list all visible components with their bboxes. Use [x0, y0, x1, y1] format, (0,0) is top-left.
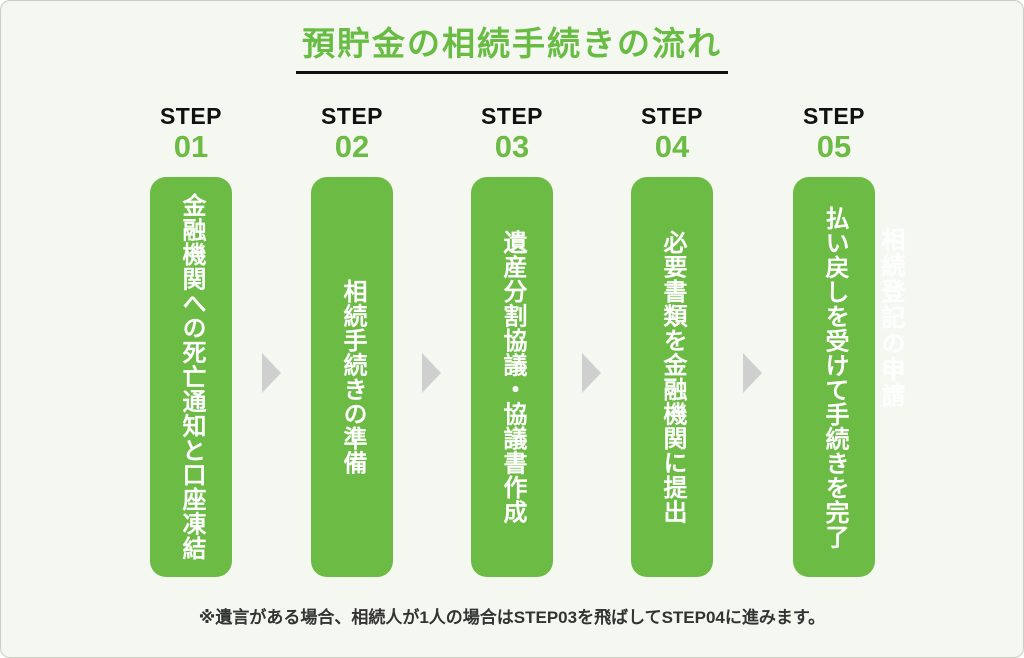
right-arrow-icon: [262, 353, 281, 393]
step-3-label: STEP: [480, 103, 544, 129]
step-4-text: 必要書類を金融機関に提出: [659, 230, 686, 524]
step-column-2: STEP 02 相続手続きの準備: [311, 105, 393, 577]
step-2-box: 相続手続きの準備: [311, 177, 393, 577]
step-2-label: STEP: [320, 103, 384, 129]
step-4-box: 必要書類を金融機関に提出: [631, 177, 713, 577]
step-5-text: 払い戻しを受けて手続きを完了: [821, 205, 848, 549]
step-2-number: 02: [334, 129, 370, 164]
step-column-1: STEP 01 金融機関への死亡通知と口座凍結: [150, 105, 232, 577]
step-1-label: STEP: [159, 103, 223, 129]
step-1-text: 金融機関への死亡通知と口座凍結: [178, 193, 205, 561]
step-column-4: STEP 04 必要書類を金融機関に提出: [631, 105, 713, 577]
step-3-text: 遺産分割協議・協議書作成: [499, 230, 526, 524]
step-4-number: 04: [654, 129, 690, 164]
step-3-number: 03: [494, 129, 530, 164]
right-arrow-icon: [582, 353, 601, 393]
step-5-label: STEP: [802, 103, 866, 129]
right-arrow-icon: [422, 353, 441, 393]
footer-note: ※遺言がある場合、相続人が1人の場合はSTEP03を飛ばしてSTEP04に進みま…: [198, 608, 826, 627]
step-column-5: STEP 05 払い戻しを受けて手続きを完了: [793, 105, 875, 577]
step-4-label: STEP: [640, 103, 704, 129]
step-5-number: 05: [816, 129, 852, 164]
step-column-3: STEP 03 遺産分割協議・協議書作成: [471, 105, 553, 577]
right-arrow-icon: [743, 353, 762, 393]
title-container: 預貯金の相続手続きの流れ: [1, 25, 1023, 74]
step-2-text: 相続手続きの準備: [339, 279, 366, 475]
ghost-step-text: 相続登記の申請: [877, 227, 904, 409]
step-3-box: 遺産分割協議・協議書作成: [471, 177, 553, 577]
page-title: 預貯金の相続手続きの流れ: [296, 25, 728, 74]
step-1-number: 01: [173, 129, 209, 164]
step-5-box: 払い戻しを受けて手続きを完了: [793, 177, 875, 577]
step-1-box: 金融機関への死亡通知と口座凍結: [150, 177, 232, 577]
